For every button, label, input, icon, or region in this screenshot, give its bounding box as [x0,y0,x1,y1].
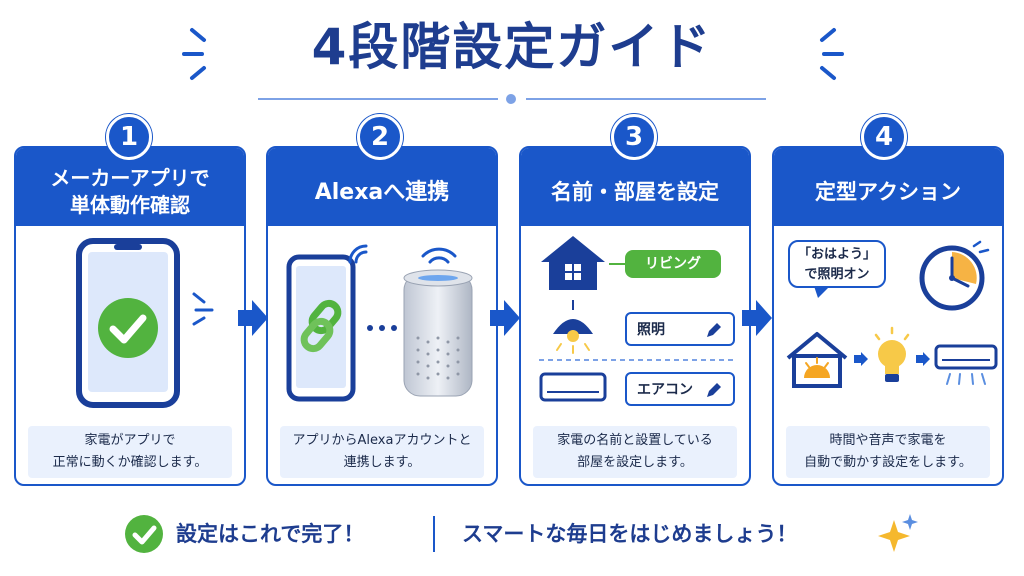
link-chain-icon [300,299,342,353]
step-4-description: 時間や音声で家電を 自動で動かす設定をします。 [786,426,990,478]
footer-complete-text: 設定はこれで完了！ [176,522,365,546]
device-label-aircon[interactable]: エアコン [625,372,735,406]
footer-separator [433,516,435,552]
dots-connector-icon [367,325,397,331]
step-3-description: 家電の名前と設置している 部屋を設定します。 [533,426,737,478]
step-1-title: メーカーアプリで 単体動作確認 [16,148,244,226]
flow-arrow-3-icon [742,300,772,336]
check-circle-icon [98,298,158,358]
signal-waves-icon [192,292,214,326]
light-bulb-icon [874,326,910,382]
air-conditioner-icon [539,372,607,402]
burst-right-icon [820,28,844,80]
device-label-light[interactable]: 照明 [625,312,735,346]
arrow-right-icon [916,352,930,366]
step-2-illustration [268,226,496,416]
connector-line-icon [609,263,625,265]
house-sunrise-icon [786,332,848,388]
flow-arrow-2-icon [490,300,520,336]
wifi-icon [348,244,368,264]
step-4-title: 定型アクション [774,148,1002,226]
step-1-badge: 1 [106,114,152,160]
step-2-card: Alexaへ連携 [266,146,498,486]
divider-dashed [539,359,735,361]
clock-icon [919,240,990,311]
step-3-card: 名前・部屋を設定 リビング 照明 [519,146,751,486]
speech-bubble: 「おはよう」 で照明オン [788,240,886,288]
smart-speaker-icon [403,269,473,397]
title-divider-left [258,98,498,100]
footer-cheer-text: スマートな毎日をはじめましょう！ [462,522,798,546]
house-icon [541,236,605,290]
ceiling-lamp-icon [553,300,593,354]
page-title: 4段階設定ガイド [311,18,713,76]
pencil-icon[interactable] [705,321,723,339]
step-2-title: Alexaへ連携 [268,148,496,226]
check-circle-icon [125,515,163,553]
flow-arrow-1-icon [238,300,268,336]
wifi-icon [421,247,457,264]
sparkle-icon [878,514,918,552]
burst-left-icon [182,28,206,80]
room-tag-living: リビング [625,250,721,278]
step-3-title: 名前・部屋を設定 [521,148,749,226]
pencil-icon[interactable] [705,381,723,399]
arrow-right-icon [854,352,868,366]
step-4-illustration: 「おはよう」 で照明オン [774,226,1002,416]
step-3-illustration: リビング 照明 エアコン [521,226,749,416]
step-3-badge: 3 [611,114,657,160]
step-1-card: メーカーアプリで 単体動作確認 家電がアプリで 正常に動くか確認します。 [14,146,246,486]
step-4-badge: 4 [861,114,907,160]
step-2-badge: 2 [357,114,403,160]
air-conditioner-icon [934,344,998,385]
footer-banner: 設定はこれで完了！ スマートな毎日をはじめましょう！ [0,512,1024,556]
step-1-description: 家電がアプリで 正常に動くか確認します。 [28,426,232,478]
speech-bubble-tail [814,286,830,298]
step-1-illustration [16,226,244,416]
title-divider-dot [506,94,516,104]
step-2-description: アプリからAlexaアカウントと 連携します。 [280,426,484,478]
step-4-card: 定型アクション 「おはよう」 で照明オン [772,146,1004,486]
title-divider-right [526,98,766,100]
